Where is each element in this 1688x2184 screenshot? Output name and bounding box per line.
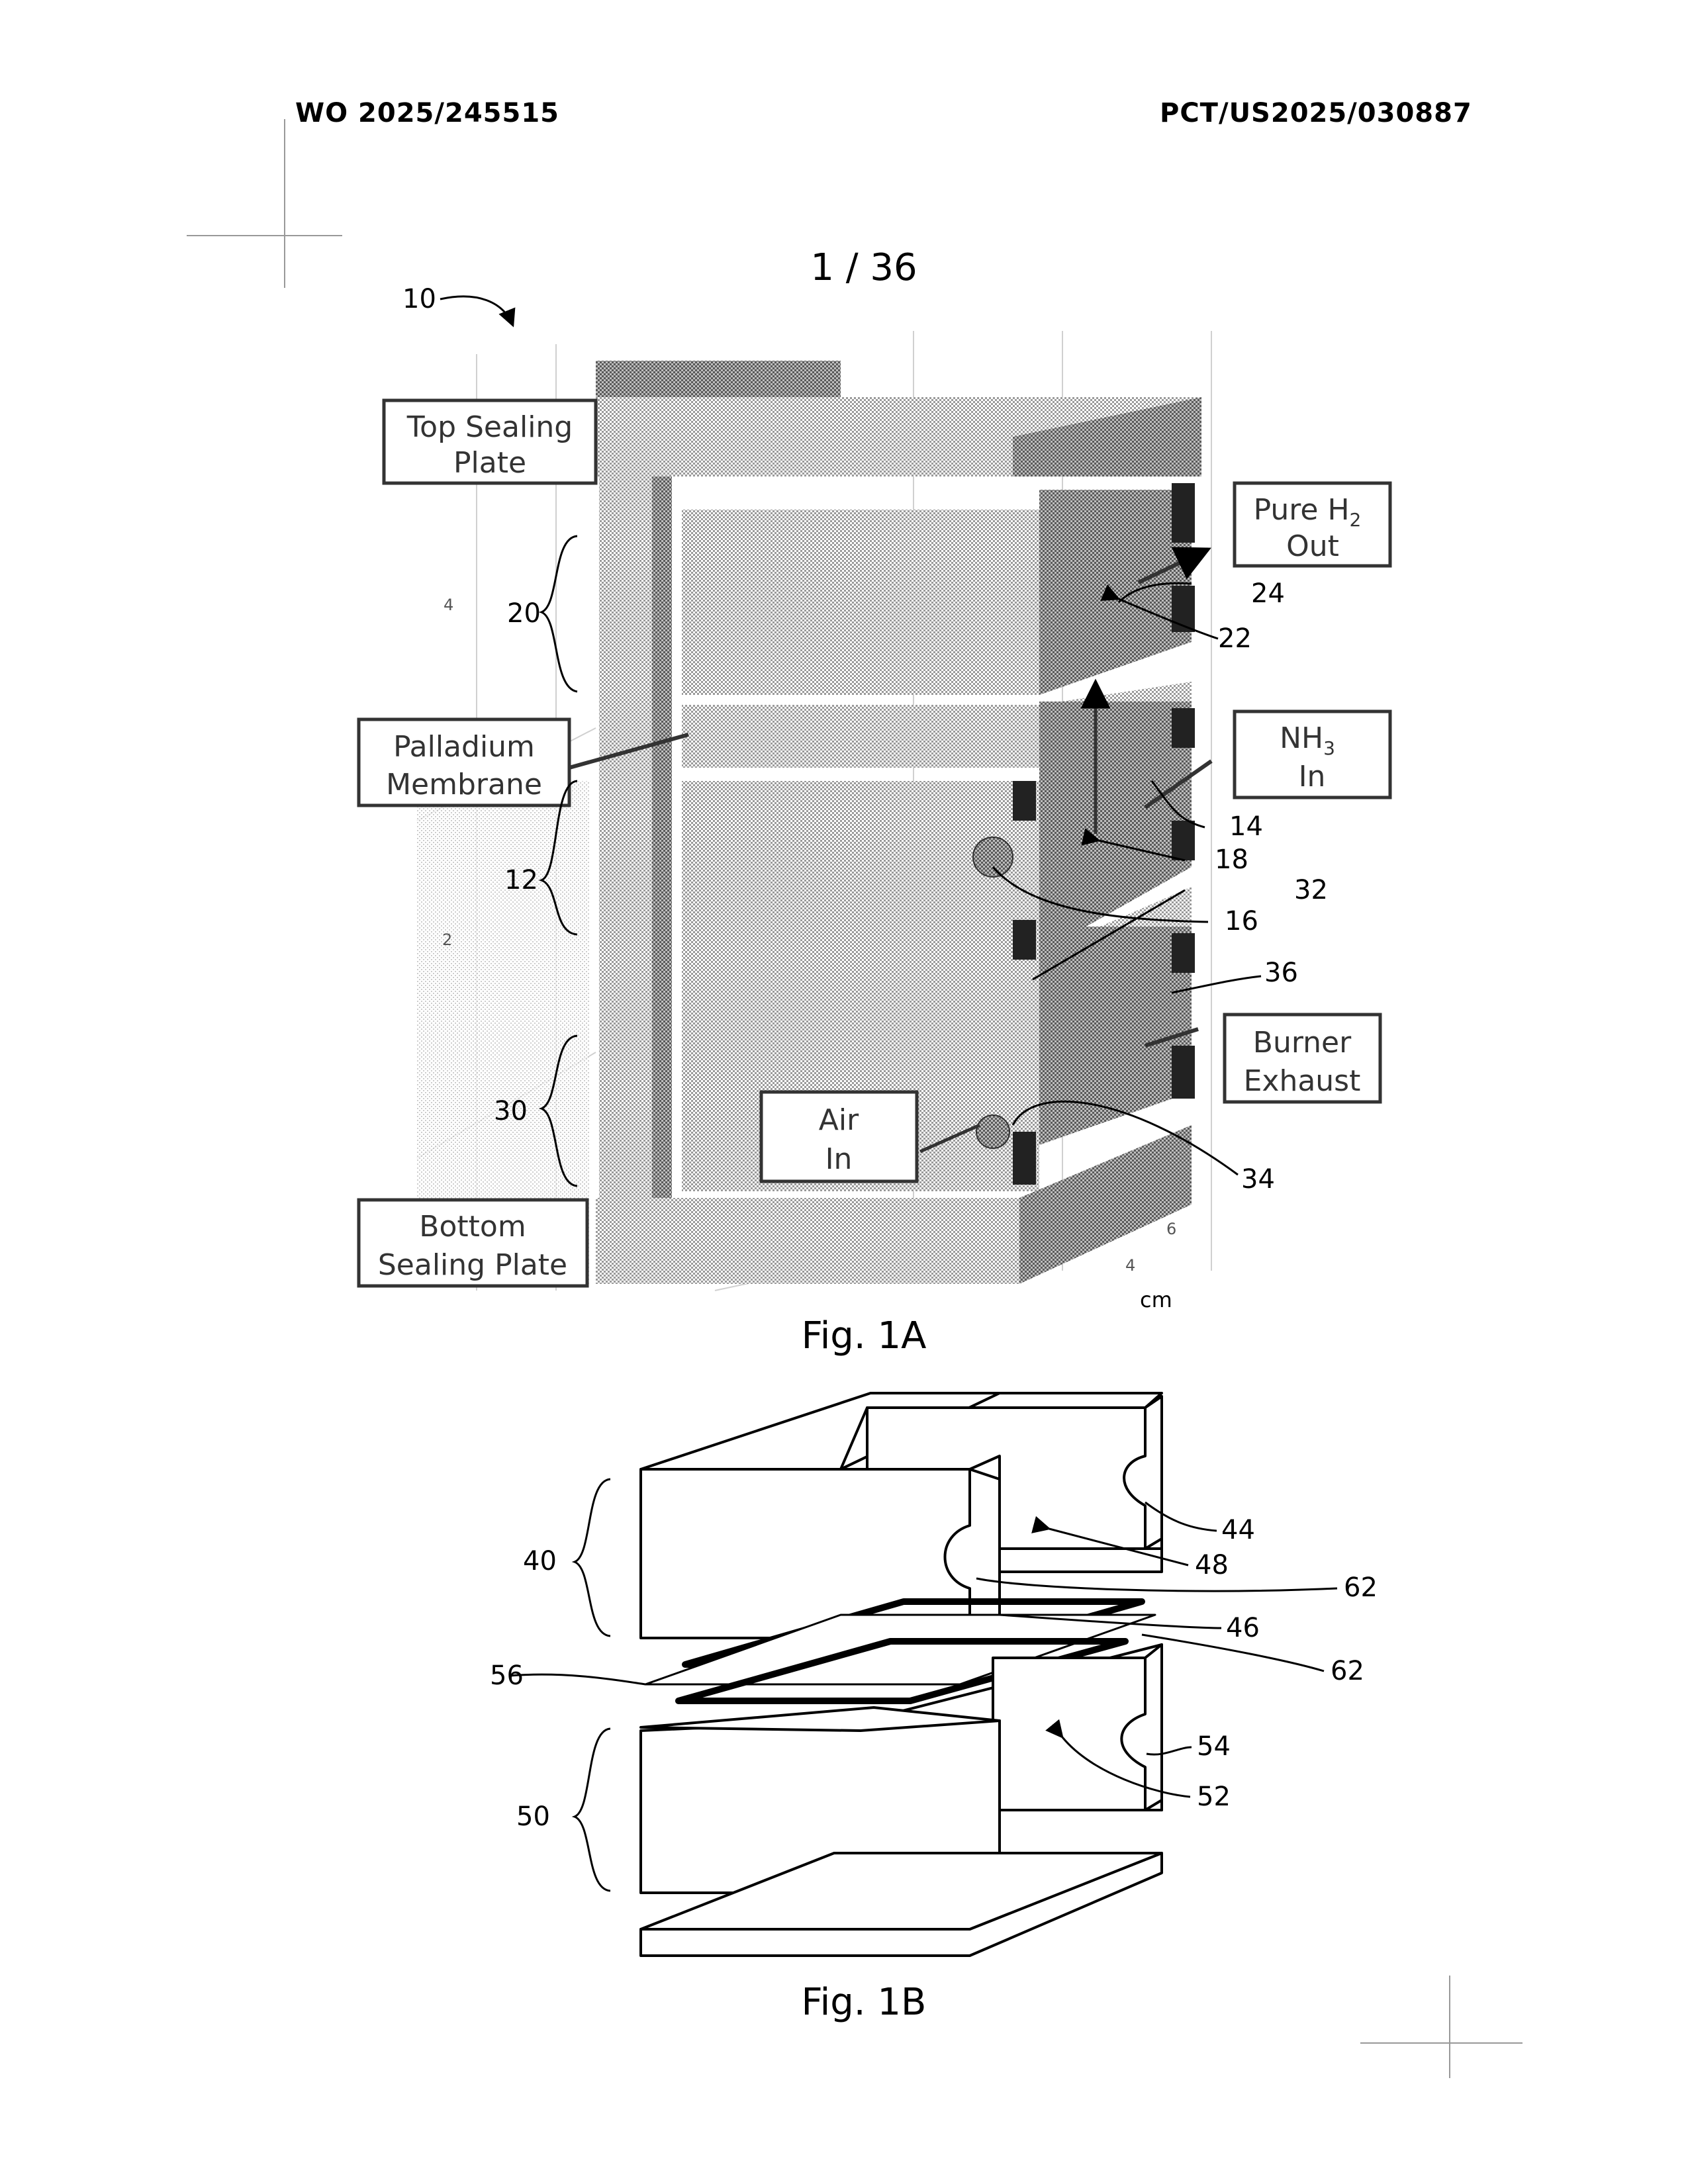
axis-tick-6: 6: [1166, 1220, 1176, 1238]
figure-1b-caption: Fig. 1B: [0, 1981, 1688, 2024]
burner-inlet-ring: [973, 837, 1013, 877]
ref-34: 34: [1241, 1164, 1275, 1195]
middle-port-lower: [1172, 821, 1195, 860]
upper-port: [1172, 483, 1195, 543]
air-inlet-ring: [976, 1115, 1009, 1148]
ref-30: 30: [494, 1096, 528, 1126]
label-pure-h2-out: Pure H2 Out: [1235, 483, 1390, 566]
svg-text:Palladium: Palladium: [393, 730, 535, 764]
middle-port-front: [1013, 781, 1036, 821]
lower-port-front: [1013, 920, 1036, 960]
label-burner-exhaust: Burner Exhaust: [1225, 1015, 1380, 1102]
svg-text:Pure H2: Pure H2: [1254, 493, 1362, 531]
ref-46: 46: [1226, 1613, 1260, 1643]
ref-10: 10: [402, 284, 436, 314]
axis-tick-2: 2: [442, 931, 452, 949]
lower-port: [1172, 933, 1195, 973]
ref-50: 50: [516, 1801, 550, 1832]
crop-mark-top-left: [187, 119, 342, 288]
svg-text:Top Sealing: Top Sealing: [406, 410, 573, 444]
ref-24: 24: [1251, 578, 1285, 609]
svg-text:Bottom: Bottom: [419, 1210, 526, 1244]
figure-1a-caption: Fig. 1A: [0, 1314, 1688, 1357]
middle-port: [1172, 708, 1195, 748]
upper-block: [682, 510, 1039, 695]
svg-text:Sealing Plate: Sealing Plate: [378, 1248, 567, 1282]
svg-text:Plate: Plate: [453, 446, 526, 480]
left-tie-rod-shade: [652, 477, 672, 1218]
ref-48: 48: [1195, 1550, 1229, 1580]
bottom-sealing-plate: [596, 1198, 1019, 1284]
svg-text:Burner: Burner: [1253, 1026, 1352, 1060]
svg-text:Out: Out: [1286, 529, 1339, 563]
label-nh3-in: NH3 In: [1235, 711, 1390, 797]
ref-40: 40: [523, 1546, 557, 1576]
bottom-plate-side: [1019, 1125, 1192, 1284]
svg-text:Air: Air: [819, 1103, 859, 1137]
ref-44: 44: [1221, 1515, 1255, 1545]
ref-52: 52: [1197, 1782, 1231, 1812]
axis-tick-4b: 4: [1125, 1256, 1135, 1275]
label-top-sealing-plate: Top Sealing Plate: [384, 400, 596, 483]
lower-block-channel: [1039, 927, 1192, 1145]
label-palladium-membrane: Palladium Membrane: [359, 719, 569, 805]
ref-32: 32: [1294, 875, 1328, 905]
svg-text:In: In: [825, 1142, 853, 1176]
ref-54: 54: [1197, 1731, 1231, 1762]
ref-62a: 62: [1344, 1572, 1378, 1603]
ref-22: 22: [1218, 623, 1252, 654]
label-bottom-sealing-plate: Bottom Sealing Plate: [359, 1200, 587, 1286]
ref-18: 18: [1215, 844, 1248, 875]
ref-36: 36: [1264, 958, 1298, 988]
ref-20: 20: [507, 598, 541, 629]
label-air-in: Air In: [761, 1092, 917, 1181]
air-port: [1013, 1132, 1036, 1185]
svg-text:Membrane: Membrane: [386, 768, 542, 801]
fig-1b-drawing: [641, 1393, 1162, 1956]
ref-56: 56: [490, 1661, 524, 1691]
ref-16: 16: [1225, 906, 1258, 936]
upper-block-channel: [1039, 490, 1192, 695]
svg-text:Exhaust: Exhaust: [1244, 1064, 1361, 1098]
ref-12: 12: [504, 865, 538, 895]
lower-port-lower: [1172, 1046, 1195, 1099]
axis-tick-4: 4: [444, 596, 453, 614]
ref-14: 14: [1229, 811, 1263, 842]
svg-text:In: In: [1299, 760, 1326, 794]
axis-unit-cm: cm: [1140, 1287, 1172, 1312]
ref-62b: 62: [1331, 1656, 1364, 1686]
